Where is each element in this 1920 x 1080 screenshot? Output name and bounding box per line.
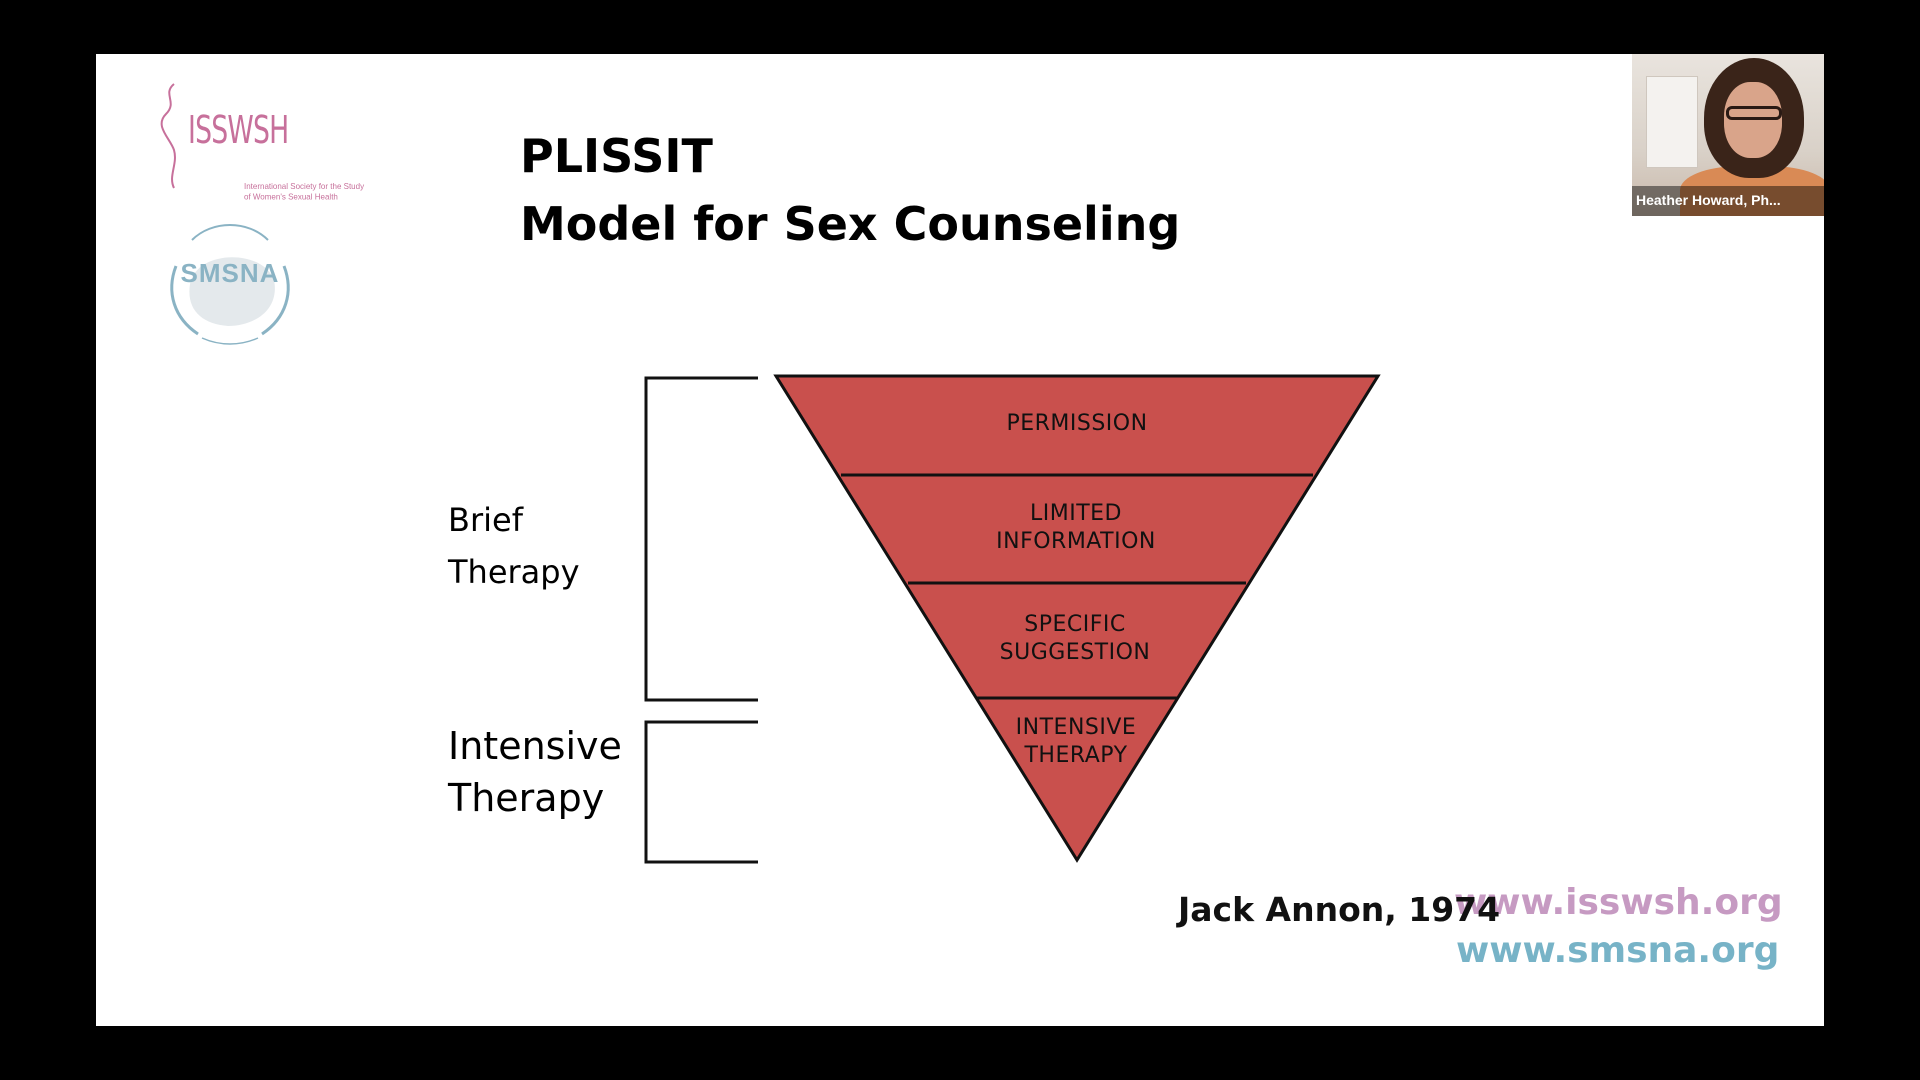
intensive-therapy-label: Intensive Therapy	[448, 720, 622, 824]
presentation-slide: ISSWSH International Society for the Stu…	[96, 54, 1824, 1026]
tier-limited-line2: INFORMATION	[996, 529, 1156, 554]
tier-permission: PERMISSION	[927, 410, 1227, 438]
isswsh-ribbon-icon	[160, 83, 176, 189]
participant-face	[1724, 82, 1782, 158]
tier-limited-information: LIMITED INFORMATION	[926, 500, 1226, 556]
isswsh-subtitle-line2: of Women's Sexual Health	[244, 193, 338, 202]
brief-label-line2: Therapy	[448, 553, 580, 591]
tier-permission-line1: PERMISSION	[1006, 411, 1148, 436]
isswsh-logo: ISSWSH International Society for the Stu…	[144, 80, 364, 202]
inverted-triangle	[773, 374, 1381, 863]
tier-specific-line1: SPECIFIC	[1024, 612, 1126, 637]
isswsh-url: www.isswsh.org	[1454, 882, 1783, 923]
smsna-name: SMSNA	[180, 258, 280, 288]
title-line-1: PLISSIT	[520, 129, 713, 183]
isswsh-name: ISSWSH	[188, 108, 289, 152]
plissit-diagram	[644, 374, 1381, 864]
participant-nameplate	[1632, 186, 1824, 216]
title-line-2: Model for Sex Counseling	[520, 197, 1181, 251]
participant-glasses	[1726, 106, 1782, 120]
slide-title: PLISSIT Model for Sex Counseling	[520, 122, 1180, 258]
tier-intensive-therapy: INTENSIVE THERAPY	[926, 714, 1226, 770]
bracket-brief	[644, 376, 758, 702]
citation: Jack Annon, 1974	[1178, 890, 1501, 929]
tier-specific-line2: SUGGESTION	[999, 640, 1151, 665]
intensive-label-line2: Therapy	[448, 776, 605, 820]
isswsh-subtitle: International Society for the Study of W…	[244, 182, 364, 203]
brief-therapy-label: Brief Therapy	[448, 494, 580, 598]
bracket-intensive	[644, 720, 758, 864]
tier-limited-line1: LIMITED	[1030, 501, 1122, 526]
smsna-url: www.smsna.org	[1456, 930, 1780, 971]
tier-specific-suggestion: SPECIFIC SUGGESTION	[925, 611, 1225, 667]
smsna-seal-icon	[170, 224, 290, 345]
smsna-logo: SMSNA	[162, 214, 298, 350]
intensive-label-line1: Intensive	[448, 724, 622, 768]
tier-intensive-line1: INTENSIVE	[1015, 715, 1137, 740]
background-window	[1646, 76, 1698, 168]
participant-name: Heather Howard, Ph...	[1636, 192, 1781, 208]
tier-intensive-line2: THERAPY	[1024, 743, 1128, 768]
isswsh-subtitle-line1: International Society for the Study	[244, 182, 365, 192]
brief-label-line1: Brief	[448, 501, 523, 539]
participant-video-tile[interactable]: Heather Howard, Ph...	[1632, 54, 1824, 216]
